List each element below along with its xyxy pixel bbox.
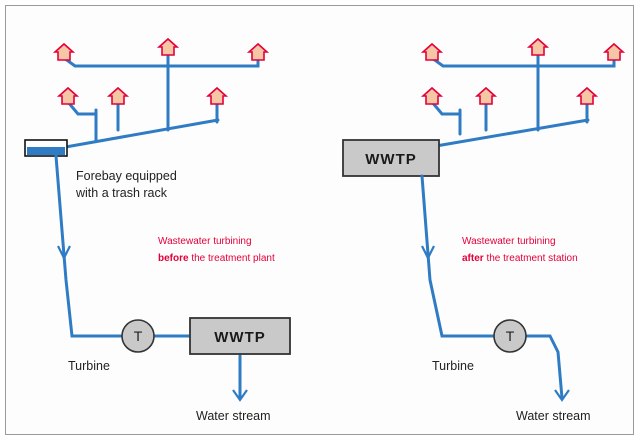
wwtp-label: WWTP: [214, 329, 265, 346]
right-wwtp-box: WWTP: [342, 139, 440, 177]
right-turbine-icon: T: [493, 319, 527, 353]
forebay-label-line2: with a trash rack: [75, 186, 168, 200]
right-turbine-label: Turbine: [432, 359, 474, 373]
left-turbine-icon: T: [121, 319, 155, 353]
right-penstock: [420, 174, 564, 400]
wwtp-label: WWTP: [365, 151, 416, 168]
left-caption-rest: the treatment plant: [189, 253, 275, 264]
forebay-label-line1: Forebay equipped: [76, 169, 177, 183]
left-wwtp-box: WWTP: [189, 317, 291, 355]
right-caption-rest: the treatment station: [484, 253, 578, 264]
right-caption-line1: Wastewater turbining: [462, 236, 556, 247]
house-icon: [205, 86, 229, 105]
turbine-symbol: T: [134, 328, 143, 344]
left-turbine-label: Turbine: [68, 359, 110, 373]
left-penstock: [54, 154, 242, 400]
house-icon: [156, 37, 180, 56]
flow-arrow-icon: [57, 245, 71, 261]
right-caption-bold: after: [462, 253, 484, 264]
left-caption-line2: before the treatment plant: [158, 253, 275, 264]
house-icon: [420, 42, 444, 61]
left-caption-line1: Wastewater turbining: [158, 236, 252, 247]
house-icon: [106, 86, 130, 105]
house-icon: [526, 37, 550, 56]
flow-arrow-icon: [554, 389, 570, 402]
flow-arrow-icon: [421, 245, 435, 261]
house-icon: [474, 86, 498, 105]
flow-arrow-icon: [232, 389, 248, 402]
left-sewer-network: [58, 54, 260, 150]
turbine-symbol: T: [506, 328, 515, 344]
left-houses: [52, 37, 270, 105]
left-caption-bold: before: [158, 253, 189, 264]
forebay-icon: [24, 139, 68, 157]
right-caption-line2: after the treatment station: [462, 253, 578, 264]
house-icon: [420, 86, 444, 105]
diagram-frame: [5, 5, 634, 435]
right-houses: [420, 37, 626, 105]
house-icon: [575, 86, 599, 105]
left-water-stream-label: Water stream: [196, 409, 271, 423]
house-icon: [52, 42, 76, 61]
house-icon: [56, 86, 80, 105]
right-water-stream-label: Water stream: [516, 409, 591, 423]
house-icon: [246, 42, 270, 61]
house-icon: [602, 42, 626, 61]
